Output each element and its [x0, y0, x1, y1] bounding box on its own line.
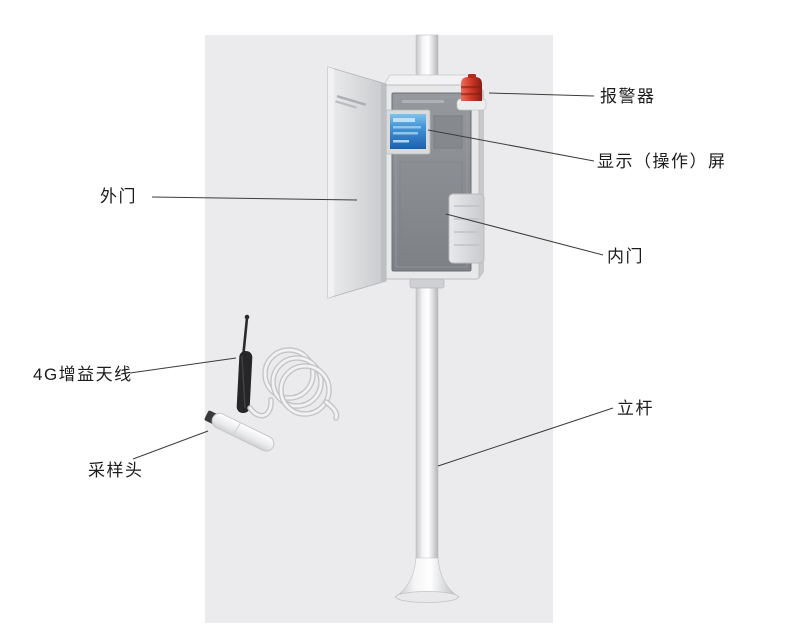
- beacon-ring: [461, 93, 482, 96]
- callout-line-antenna: [129, 357, 237, 374]
- sampling-head-body: [211, 412, 275, 452]
- label-antenna-4g: 4G增益天线: [33, 365, 133, 384]
- label-outer-door: 外门: [100, 187, 137, 206]
- callout-line-display: [427, 129, 595, 162]
- panel-print-mark: [402, 100, 444, 103]
- callout-line-inner-door: [445, 213, 604, 256]
- callout-lines: [129, 92, 614, 467]
- louver-slats: [454, 205, 479, 246]
- antenna-whip: [242, 317, 249, 354]
- pole-base-flare: [393, 557, 461, 598]
- screen-content-line: [393, 118, 415, 122]
- antenna-cable-coil: [247, 347, 340, 421]
- callout-line-sampler: [132, 430, 209, 460]
- sampling-head-seam: [232, 422, 241, 437]
- alarm-beacon: [456, 74, 487, 111]
- label-display-screen: 显示（操作）屏: [597, 152, 727, 171]
- label-alarm: 报警器: [600, 87, 656, 106]
- callout-line-alarm: [488, 92, 595, 97]
- cabinet: [383, 74, 485, 289]
- outer-door: [327, 66, 387, 299]
- pole-clamp: [409, 278, 445, 289]
- antenna-body: [236, 351, 253, 414]
- callout-line-pole: [437, 407, 614, 467]
- screen-content-line: [393, 126, 421, 129]
- antenna-4g: [236, 314, 253, 414]
- label-sampling-head: 采样头: [88, 461, 144, 480]
- display-screen[interactable]: [385, 109, 431, 155]
- pole-base-foot: [395, 591, 459, 603]
- screen-content-line: [393, 132, 418, 135]
- label-inner-door: 内门: [607, 247, 644, 266]
- callout-line-outer-door: [151, 196, 358, 201]
- beacon-dome: [461, 77, 482, 101]
- sampling-head: [204, 410, 275, 452]
- door-hinge-shade: [381, 82, 386, 283]
- antenna-highlight: [241, 355, 246, 409]
- door-near-edge: [328, 67, 334, 298]
- beacon-ring: [461, 86, 482, 89]
- screen-content-line: [393, 140, 409, 143]
- side-louver-unit: [448, 193, 485, 264]
- beacon-cap: [468, 74, 476, 78]
- door-label-print: [335, 95, 367, 109]
- label-pole: 立杆: [617, 399, 654, 418]
